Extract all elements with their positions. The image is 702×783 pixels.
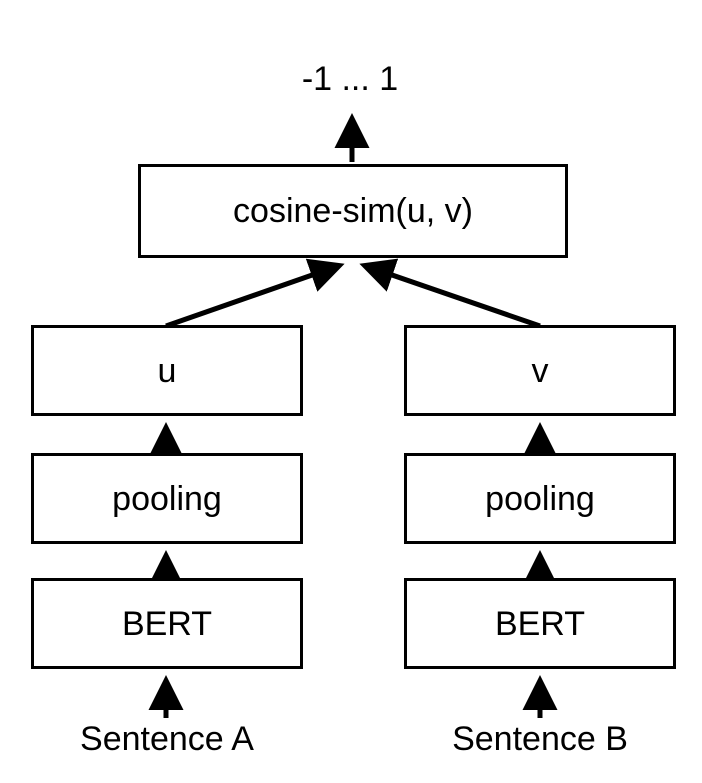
node-bert-a[interactable]: BERT — [31, 578, 303, 669]
node-embedding-u-label: u — [157, 351, 177, 390]
node-pooling-b[interactable]: pooling — [404, 453, 676, 544]
arrow-v-to-cosine — [359, 258, 541, 329]
node-embedding-v[interactable]: v — [404, 325, 676, 416]
node-embedding-v-label: v — [531, 351, 549, 390]
node-bert-b[interactable]: BERT — [404, 578, 676, 669]
input-sentence-b-label: Sentence B — [452, 720, 628, 758]
node-cosine-sim-label: cosine-sim(u, v) — [233, 192, 473, 230]
input-sentence-a-label: Sentence A — [80, 720, 254, 758]
arrow-u-to-cosine — [165, 258, 345, 329]
node-bert-b-label: BERT — [494, 604, 586, 643]
node-pooling-b-label: pooling — [485, 479, 595, 518]
node-embedding-u[interactable]: u — [31, 325, 303, 416]
node-pooling-a-label: pooling — [112, 479, 222, 518]
node-bert-a-label: BERT — [121, 604, 213, 643]
node-cosine-sim[interactable]: cosine-sim(u, v) — [138, 164, 568, 258]
node-pooling-a[interactable]: pooling — [31, 453, 303, 544]
output-range-label: -1 ... 1 — [301, 60, 399, 98]
